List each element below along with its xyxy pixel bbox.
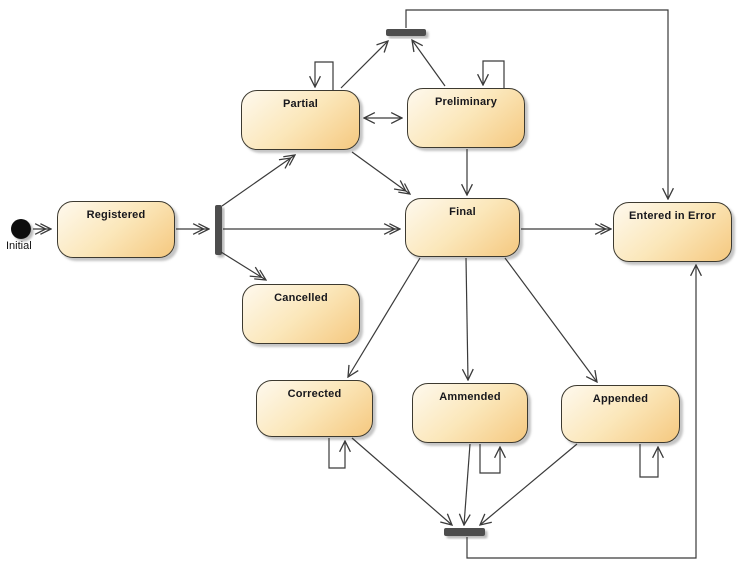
self-transition-corrected [328, 438, 345, 469]
state-final[interactable]: Final [405, 198, 520, 257]
transition-appended-to-join-bottom [480, 443, 578, 525]
state-preliminary-label: Preliminary [434, 96, 498, 108]
state-corrected-label: Corrected [287, 388, 342, 400]
state-partial[interactable]: Partial [241, 90, 360, 150]
transition-preliminary-to-join-top [412, 40, 446, 87]
state-appended[interactable]: Appended [561, 385, 680, 443]
transition-partial-to-final [351, 151, 410, 194]
self-transition-ammended [479, 444, 500, 474]
state-ammended[interactable]: Ammended [412, 383, 528, 443]
initial-node-label: Initial [6, 240, 32, 252]
transition-partial-to-join-top [340, 41, 388, 89]
self-transition-appended [639, 444, 658, 478]
self-transition-partial [315, 61, 334, 90]
state-ammended-label: Ammended [439, 391, 501, 403]
transition-ammended-to-join-bottom [464, 443, 470, 525]
state-registered-label: Registered [86, 209, 146, 221]
state-corrected[interactable]: Corrected [256, 380, 373, 437]
state-entered-in-error[interactable]: Entered in Error [613, 202, 732, 262]
initial-node[interactable] [11, 219, 31, 239]
state-final-label: Final [449, 206, 476, 218]
state-cancelled-label: Cancelled [274, 292, 328, 304]
state-appended-label: Appended [592, 393, 649, 405]
fork-bar[interactable] [215, 205, 222, 255]
state-entered-in-error-label: Entered in Error [629, 210, 716, 222]
join-bar-bottom[interactable] [444, 528, 485, 536]
state-registered[interactable]: Registered [57, 201, 175, 258]
state-cancelled[interactable]: Cancelled [242, 284, 360, 344]
transition-final-to-appended [504, 257, 597, 382]
transition-corrected-to-join-bottom [351, 437, 452, 525]
transition-fork-to-partial [221, 155, 295, 207]
transition-fork-to-cancelled [220, 251, 266, 280]
self-transition-preliminary [483, 60, 505, 88]
transition-final-to-ammended [466, 257, 468, 380]
state-partial-label: Partial [282, 98, 319, 110]
join-bar-top[interactable] [386, 29, 426, 36]
state-preliminary[interactable]: Preliminary [407, 88, 525, 148]
